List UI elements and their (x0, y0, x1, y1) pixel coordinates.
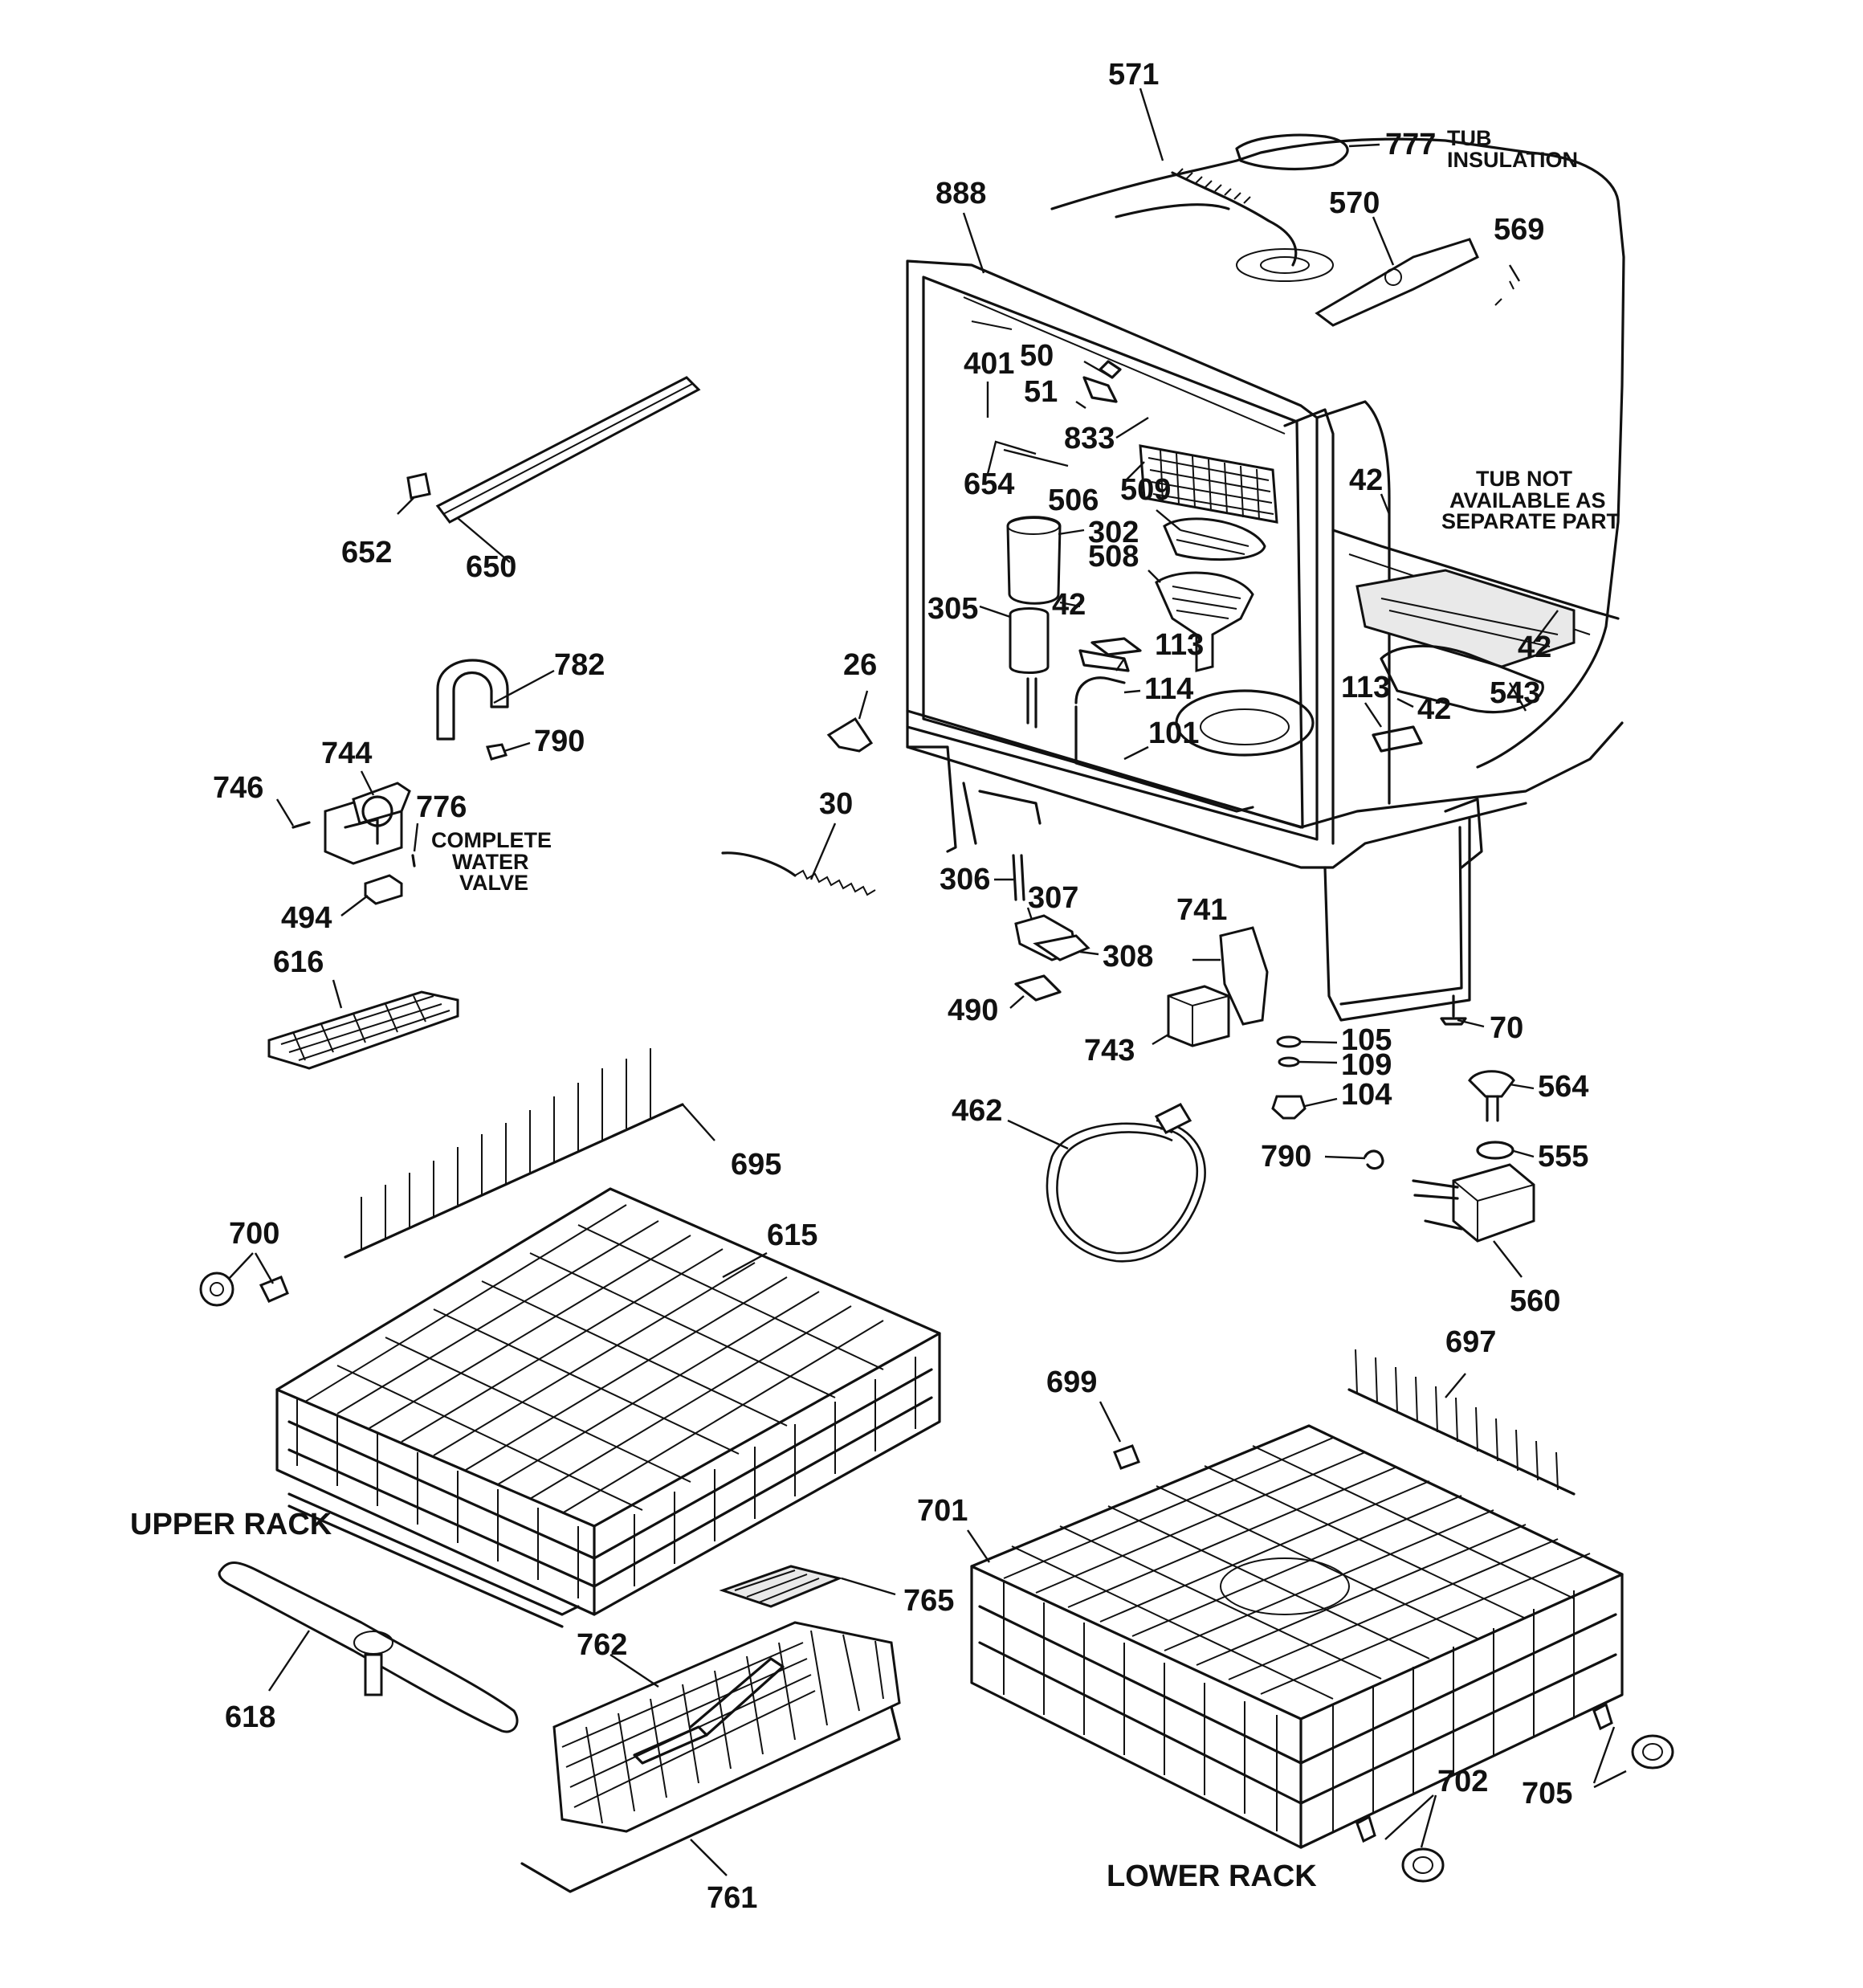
part-label-700: 700 (229, 1217, 279, 1251)
part-label-570: 570 (1329, 186, 1380, 220)
part-label-790-a: 790 (534, 725, 585, 758)
part-label-746: 746 (213, 771, 263, 805)
part-label-652: 652 (341, 536, 392, 569)
part-label-114: 114 (1144, 672, 1193, 706)
part-label-762: 762 (577, 1628, 627, 1662)
part-label-560: 560 (1510, 1284, 1560, 1318)
part-label-654: 654 (964, 467, 1014, 501)
note-tub-not-line2: AVAILABLE AS (1449, 488, 1606, 512)
note-valve-line3: VALVE (459, 871, 528, 895)
part-label-113-a: 113 (1155, 628, 1204, 662)
note-tub-insulation-line1: TUB (1447, 126, 1492, 150)
part-label-26: 26 (843, 648, 877, 682)
part-label-615: 615 (767, 1219, 817, 1252)
part-label-42-c: 42 (1518, 631, 1551, 664)
part-label-744: 744 (321, 737, 372, 770)
part-label-555: 555 (1538, 1140, 1588, 1174)
part-label-699: 699 (1046, 1365, 1097, 1399)
small-parts-left (267, 376, 1535, 1263)
part-label-302: 302 (1088, 516, 1139, 549)
part-label-618: 618 (225, 1700, 275, 1734)
part-label-695: 695 (731, 1148, 781, 1182)
part-label-790-b: 790 (1261, 1140, 1311, 1174)
dispenser-grid (1148, 449, 1274, 520)
notes: TUB INSULATION TUB NOT AVAILABLE AS SEPA… (431, 126, 1620, 895)
part-label-306: 306 (940, 863, 990, 896)
captions: UPPER RACK LOWER RACK (130, 1508, 1317, 1893)
part-label-761: 761 (707, 1881, 757, 1915)
tub-assembly (906, 133, 1625, 1022)
part-label-509: 509 (1120, 473, 1171, 507)
part-label-50: 50 (1020, 339, 1054, 373)
part-label-777: 777 (1385, 128, 1436, 161)
part-label-104: 104 (1341, 1078, 1392, 1112)
note-tub-insulation-line2: INSULATION (1447, 148, 1578, 172)
note-valve-line2: WATER (452, 850, 529, 874)
caption-upper-rack: UPPER RACK (130, 1508, 332, 1541)
part-label-616: 616 (273, 945, 324, 979)
part-label-776: 776 (416, 790, 467, 824)
part-label-401: 401 (964, 347, 1014, 381)
part-label-42-d: 42 (1417, 692, 1451, 726)
part-label-564: 564 (1538, 1070, 1588, 1104)
part-label-743: 743 (1084, 1034, 1135, 1067)
note-tub-not-line3: SEPARATE PART (1441, 509, 1620, 533)
part-label-506: 506 (1048, 484, 1099, 517)
part-label-833: 833 (1064, 422, 1115, 455)
silverware-basket (520, 1565, 901, 1893)
part-label-462: 462 (952, 1094, 1002, 1128)
part-label-113-b: 113 (1341, 671, 1390, 704)
lower-rack (970, 1349, 1674, 1883)
spray-arm (218, 1561, 519, 1733)
part-label-543: 543 (1490, 676, 1540, 710)
part-label-705: 705 (1522, 1777, 1572, 1810)
part-label-782: 782 (554, 648, 605, 682)
part-label-571: 571 (1108, 58, 1159, 92)
part-label-701: 701 (917, 1494, 968, 1528)
note-tub-not-line1: TUB NOT (1476, 467, 1572, 491)
part-label-70: 70 (1490, 1011, 1523, 1045)
leader-lines (228, 88, 1627, 1876)
part-label-494: 494 (281, 901, 332, 935)
part-label-765: 765 (903, 1584, 954, 1618)
upper-rack (199, 1048, 941, 1628)
part-label-307: 307 (1028, 881, 1078, 915)
part-label-305: 305 (927, 592, 978, 626)
part-label-490: 490 (948, 994, 998, 1027)
part-label-508: 508 (1088, 540, 1139, 574)
part-labels: 571 777 888 570 569 401 50 51 833 654 50… (213, 58, 1588, 1915)
part-label-51: 51 (1024, 375, 1058, 409)
part-label-30: 30 (819, 787, 853, 821)
part-label-697: 697 (1445, 1325, 1496, 1359)
part-label-569: 569 (1494, 213, 1544, 247)
part-label-42-b: 42 (1349, 463, 1383, 497)
part-label-650: 650 (466, 550, 516, 584)
part-label-702: 702 (1437, 1765, 1488, 1798)
part-label-109: 109 (1341, 1048, 1392, 1082)
part-label-741: 741 (1176, 893, 1227, 927)
note-valve-line1: COMPLETE (431, 828, 552, 852)
part-label-308: 308 (1103, 940, 1153, 974)
part-label-42-a: 42 (1052, 588, 1086, 622)
part-label-105: 105 (1341, 1023, 1392, 1057)
part-label-888: 888 (936, 177, 986, 210)
part-label-101: 101 (1148, 716, 1199, 750)
caption-lower-rack: LOWER RACK (1107, 1859, 1317, 1893)
